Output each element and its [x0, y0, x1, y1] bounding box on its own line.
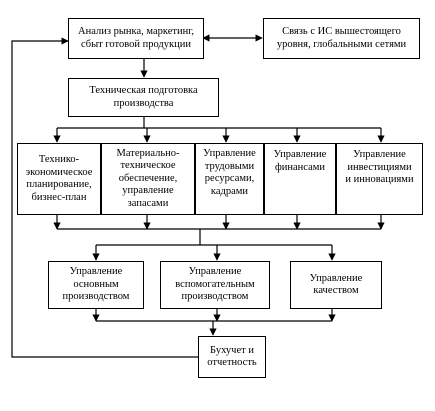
divider-3: [263, 143, 265, 215]
technical-preparation-label: Техническая подготовка производства: [89, 85, 198, 109]
accounting-label: Бухучет и отчетность: [207, 344, 257, 369]
labor-resources-label: Управление трудовыми ресурсами, кадрами: [203, 148, 256, 197]
divider-2: [194, 143, 196, 215]
main-production-label: Управление основным производством: [62, 266, 130, 303]
accounting-box: Бухучет и отчетность: [198, 336, 266, 378]
divider-4: [335, 143, 337, 215]
market-analysis-label: Анализ рынка, маркетинг, сбыт готовой пр…: [78, 26, 194, 50]
investment-label: Управление инвестициями и инновациями: [345, 149, 414, 185]
planning-box: Технико- экономическое планирование, биз…: [18, 144, 100, 214]
divider-1: [100, 143, 102, 215]
labor-resources-box: Управление трудовыми ресурсами, кадрами: [196, 144, 263, 214]
material-supply-box: Материально- техническое обеспечение, уп…: [102, 144, 194, 214]
auxiliary-production-label: Управление вспомогательным производством: [175, 266, 255, 303]
planning-label: Технико- экономическое планирование, биз…: [25, 154, 93, 203]
finance-label: Управление финансами: [273, 149, 327, 173]
feedback-loop-connector: [11, 37, 198, 358]
quality-box: Управление качеством: [290, 261, 382, 309]
finance-box: Управление финансами: [265, 144, 335, 214]
higher-level-is-link-box: Связь с ИС вышестоящего уровня, глобальн…: [263, 18, 420, 59]
higher-level-is-link-label: Связь с ИС вышестоящего уровня, глобальн…: [276, 26, 407, 50]
market-analysis-box: Анализ рынка, маркетинг, сбыт готовой пр…: [68, 18, 204, 59]
functions-row-frame: [17, 143, 423, 215]
investment-box: Управление инвестициями и инновациями: [337, 144, 422, 214]
material-supply-label: Материально- техническое обеспечение, уп…: [116, 147, 180, 209]
auxiliary-production-box: Управление вспомогательным производством: [160, 261, 270, 309]
quality-label: Управление качеством: [309, 272, 363, 297]
technical-preparation-box: Техническая подготовка производства: [68, 78, 219, 117]
main-production-box: Управление основным производством: [48, 261, 144, 309]
